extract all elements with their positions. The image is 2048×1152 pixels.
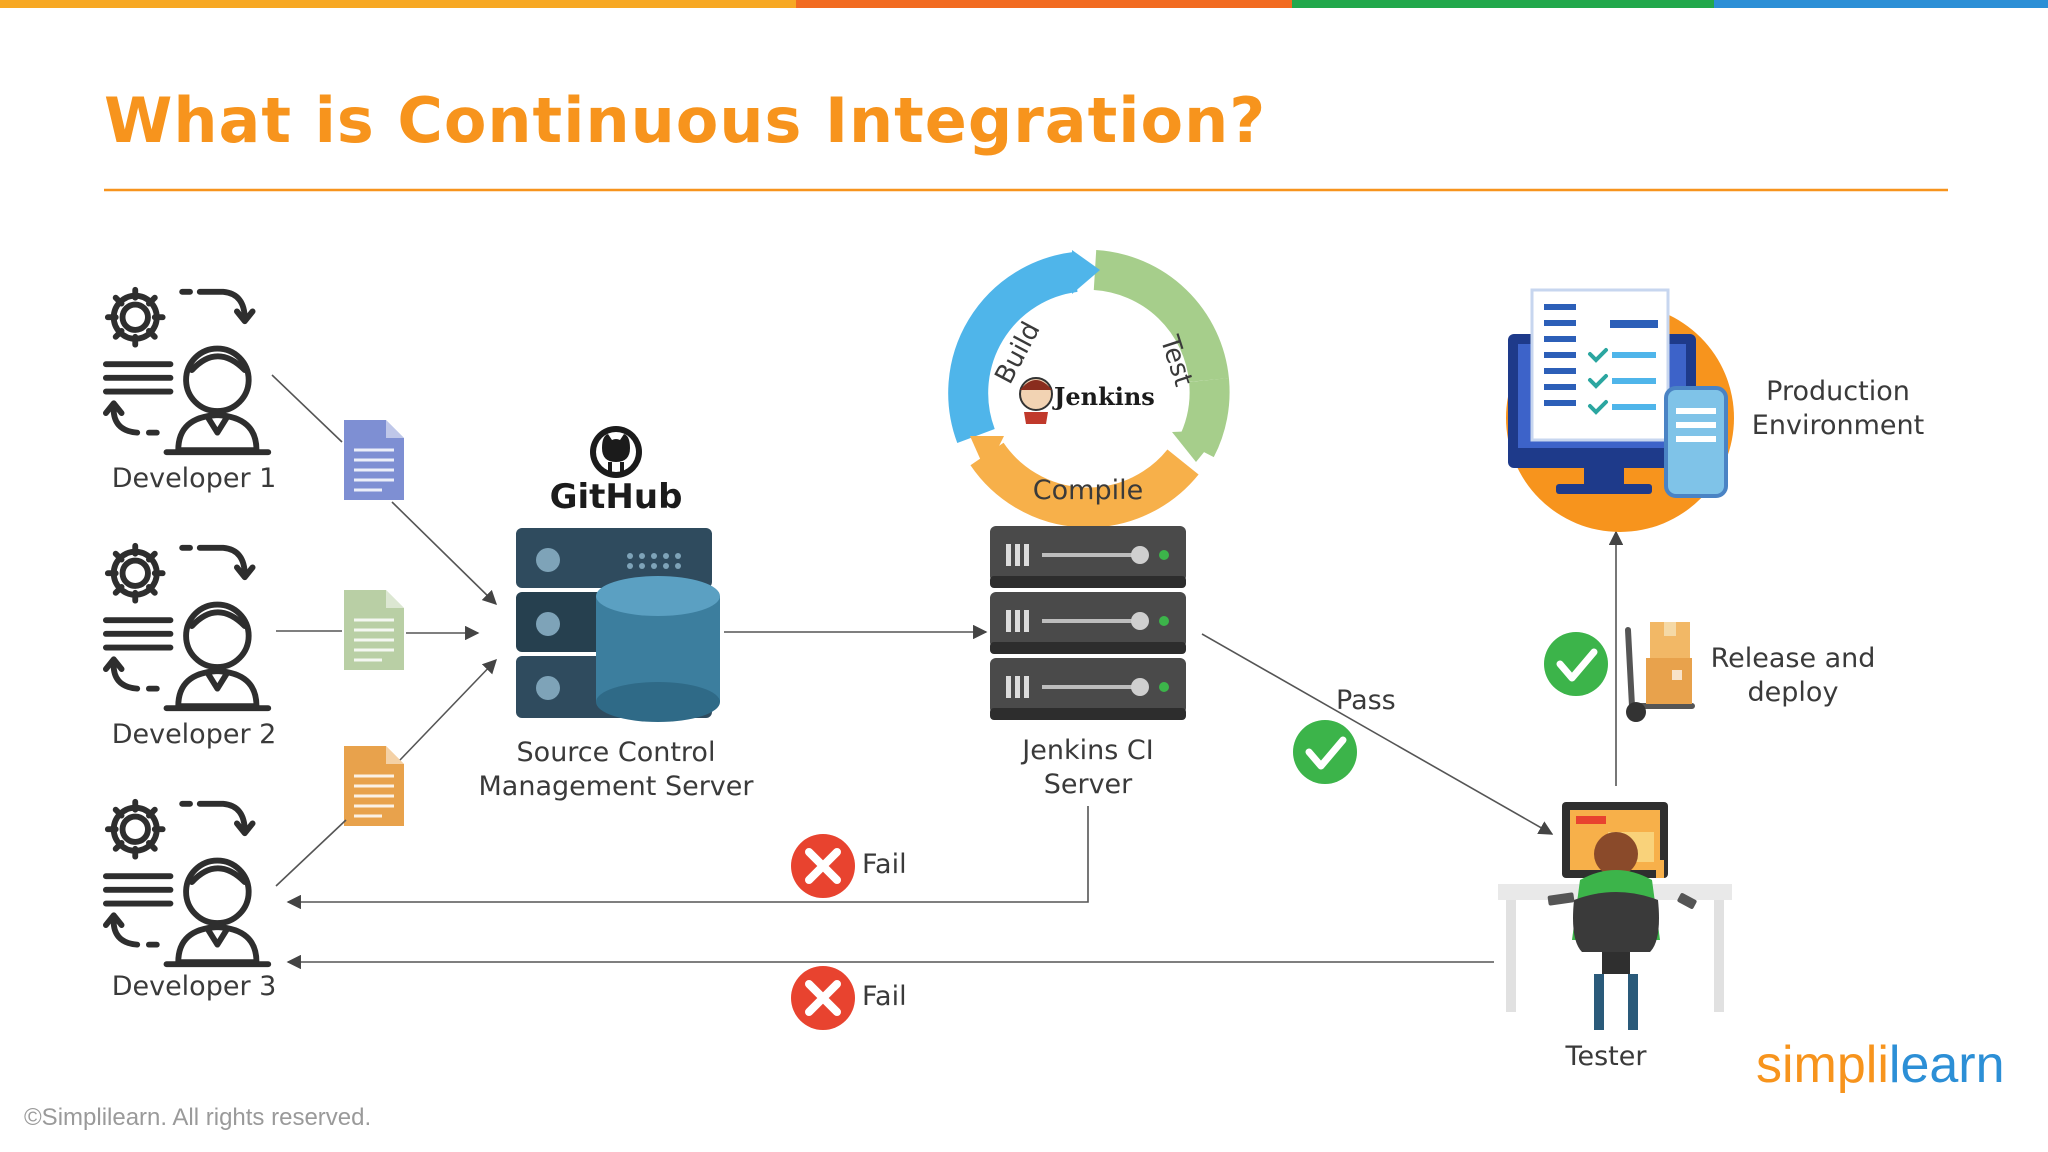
tester-icon bbox=[1498, 802, 1732, 1030]
source-control-label-line1: Source Control bbox=[516, 737, 716, 768]
cycle-compile-label: Compile bbox=[1032, 475, 1144, 506]
document-blue-icon bbox=[343, 420, 405, 500]
production-environment-icon bbox=[1506, 288, 1734, 532]
source-control-server-icon bbox=[516, 528, 720, 722]
build-test-compile-cycle bbox=[948, 250, 1230, 528]
release-deploy-cart-icon bbox=[1625, 622, 1695, 722]
brand-part2: learn bbox=[1888, 1036, 2005, 1094]
fail-label-bottom: Fail bbox=[862, 981, 907, 1012]
pass-label: Pass bbox=[1336, 685, 1396, 716]
simplilearn-logo: simplilearn bbox=[1756, 1035, 2005, 1095]
jenkins-ci-label-line2: Server bbox=[1043, 769, 1133, 800]
github-octocat-icon bbox=[590, 426, 642, 478]
jenkins-ci-label-line1: Jenkins CI bbox=[1022, 735, 1154, 766]
source-control-label-line2: Management Server bbox=[478, 771, 754, 802]
fail-x-icon-top bbox=[791, 834, 855, 898]
production-label-line1: Production bbox=[1766, 376, 1910, 407]
release-deploy-label-line2: deploy bbox=[1747, 677, 1839, 708]
release-check-icon bbox=[1544, 632, 1608, 696]
github-logo-text: GitHub bbox=[549, 477, 683, 517]
production-label-line2: Environment bbox=[1751, 410, 1925, 441]
document-orange-icon bbox=[343, 746, 405, 826]
developer-2-icon bbox=[106, 546, 268, 708]
copyright-text: ©Simplilearn. All rights reserved. bbox=[24, 1104, 372, 1131]
release-deploy-label-line1: Release and bbox=[1710, 643, 1876, 674]
jenkins-logo-text: Jenkins bbox=[1054, 382, 1155, 411]
developer-3-icon bbox=[106, 802, 268, 964]
pass-check-icon bbox=[1293, 720, 1357, 784]
jenkins-ci-server-icon bbox=[990, 526, 1186, 720]
document-green-icon bbox=[343, 590, 405, 670]
brand-bar: i bbox=[1877, 1036, 1889, 1094]
developer-2-label: Developer 2 bbox=[111, 719, 277, 750]
tester-label: Tester bbox=[1565, 1041, 1647, 1072]
developer-1-icon bbox=[106, 290, 268, 452]
fail-label-top: Fail bbox=[862, 849, 907, 880]
brand-part1: simpl bbox=[1756, 1036, 1878, 1094]
fail-x-icon-bottom bbox=[791, 966, 855, 1030]
page-title: What is Continuous Integration? bbox=[104, 84, 1267, 157]
developer-1-label: Developer 1 bbox=[111, 463, 277, 494]
jenkins-butler-icon bbox=[1019, 377, 1053, 424]
developer-3-label: Developer 3 bbox=[111, 971, 277, 1002]
